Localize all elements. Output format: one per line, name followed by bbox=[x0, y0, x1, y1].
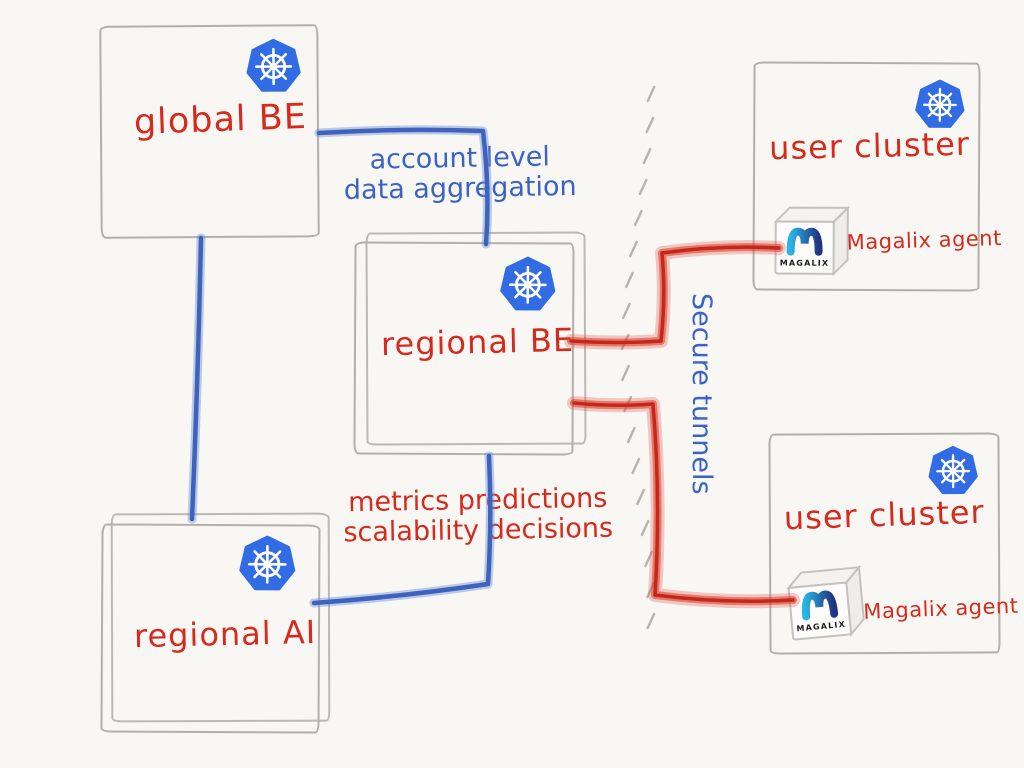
kubernetes-icon bbox=[927, 446, 978, 497]
node-user-cluster-bottom: user cluster MAGALIX Magalix agent bbox=[768, 432, 1019, 655]
metrics-decisions-label-line2: scalability decisions bbox=[343, 512, 614, 549]
kubernetes-icon bbox=[245, 38, 301, 94]
magalix-agent-label: Magalix agent bbox=[862, 593, 1019, 624]
node-regional-ai: regional AI bbox=[100, 523, 321, 734]
user-cluster-bottom-label: user cluster bbox=[783, 492, 986, 538]
kubernetes-icon bbox=[238, 535, 296, 593]
edge-secure-tunnel-top bbox=[564, 240, 786, 350]
metrics-decisions-label: metrics predictions scalability decision… bbox=[328, 483, 629, 548]
edge-global-to-regional-ai bbox=[187, 233, 206, 524]
magalix-agent-label: Magalix agent bbox=[846, 226, 1003, 255]
global-be-label: global BE bbox=[133, 96, 308, 143]
node-regional-be: regional BE bbox=[353, 241, 575, 456]
regional-ai-label: regional AI bbox=[133, 613, 317, 656]
node-global-be: global BE bbox=[99, 24, 320, 239]
kubernetes-icon bbox=[499, 256, 556, 313]
divider-dashed-line bbox=[620, 85, 656, 630]
kubernetes-icon bbox=[914, 79, 965, 130]
user-cluster-top-label: user cluster bbox=[768, 124, 971, 168]
magalix-brand-text: MAGALIX bbox=[780, 259, 830, 268]
account-aggregation-label-line2: data aggregation bbox=[343, 170, 577, 206]
account-aggregation-label: account level data aggregation bbox=[330, 141, 591, 206]
regional-be-label: regional BE bbox=[380, 320, 575, 364]
secure-tunnels-label: Secure tunnels bbox=[686, 293, 717, 495]
node-user-cluster-top: user cluster MAGALIX Magalix agent bbox=[752, 61, 1002, 292]
magalix-agent-cube-icon: MAGALIX bbox=[786, 564, 865, 641]
magalix-agent-cube-icon: MAGALIX bbox=[773, 205, 851, 277]
